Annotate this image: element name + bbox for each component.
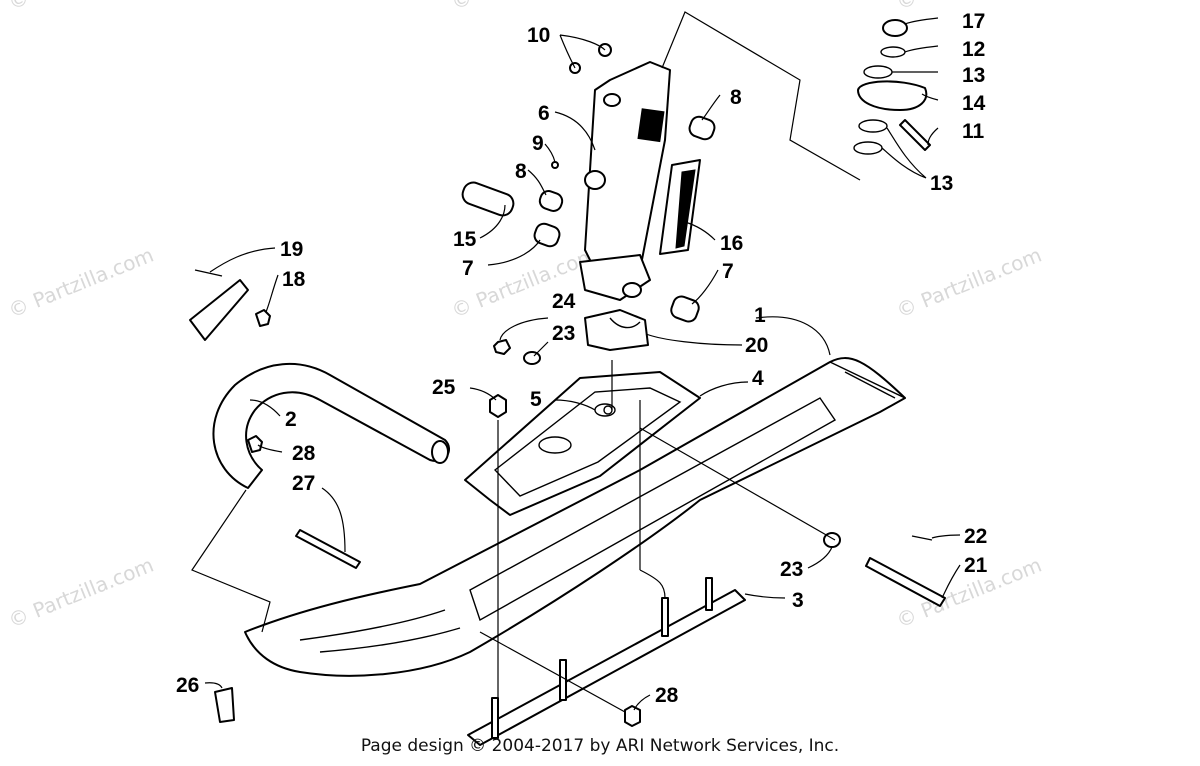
- watermark: © Partzilla.com: [5, 553, 157, 633]
- callout-label: 1: [754, 304, 766, 327]
- callout-label: 23: [780, 558, 803, 581]
- watermark: © Partzilla.com: [893, 243, 1045, 323]
- callout-label: 27: [292, 472, 315, 495]
- callout-label: 4: [752, 367, 764, 390]
- callout-label: 28: [655, 684, 679, 707]
- callout-label: 17: [962, 10, 985, 33]
- ski-part: [244, 357, 906, 677]
- callout-label: 16: [720, 232, 743, 255]
- callout-label: 21: [964, 554, 988, 577]
- callout-label: 25: [432, 376, 456, 399]
- callout-label: 12: [962, 38, 985, 61]
- callout-label: 19: [280, 238, 303, 261]
- callout-label: 11: [962, 120, 985, 143]
- callout-label: 20: [745, 334, 768, 357]
- callout-label: 10: [527, 24, 550, 47]
- small-parts: [214, 43, 946, 727]
- callout-label: 28: [292, 442, 316, 465]
- callout-label: 7: [722, 260, 734, 283]
- callout-label: 2: [285, 408, 297, 431]
- loop-handle-part: [212, 362, 450, 489]
- decal-part: [659, 159, 701, 255]
- saddle-part: [464, 371, 701, 516]
- spindle-part: [579, 61, 671, 301]
- callout-label: 13: [962, 64, 985, 87]
- callout-label: 23: [552, 322, 575, 345]
- callout-label: 5: [530, 388, 542, 411]
- footer-credit: Page design © 2004-2017 by ARI Network S…: [360, 736, 840, 756]
- callout-label: 7: [462, 257, 474, 280]
- callout-label: 24: [552, 290, 576, 313]
- ski-handle-part: [189, 269, 271, 341]
- callout-label: 8: [730, 86, 742, 109]
- callouts: 10 6 8 9 8 15 7 19 18 24 23 2 28 27 25 5…: [176, 10, 988, 707]
- leader-lines: [191, 11, 961, 740]
- watermark: © Partzilla.com: [5, 0, 157, 15]
- callout-label: 13: [930, 172, 953, 195]
- wear-bar-part: [467, 577, 746, 746]
- callout-label: 26: [176, 674, 199, 697]
- callout-label: 9: [532, 132, 544, 155]
- callout-label: 18: [282, 268, 306, 291]
- clamp-part: [853, 19, 931, 155]
- callout-label: 6: [538, 102, 550, 125]
- callout-label: 15: [453, 228, 477, 251]
- callout-label: 8: [515, 160, 527, 183]
- callout-label: 14: [962, 92, 986, 115]
- watermark: © Partzilla.com: [5, 243, 157, 323]
- callout-label: 3: [792, 589, 804, 612]
- watermark: © Partzilla.com: [448, 0, 600, 15]
- callout-label: 22: [964, 525, 987, 548]
